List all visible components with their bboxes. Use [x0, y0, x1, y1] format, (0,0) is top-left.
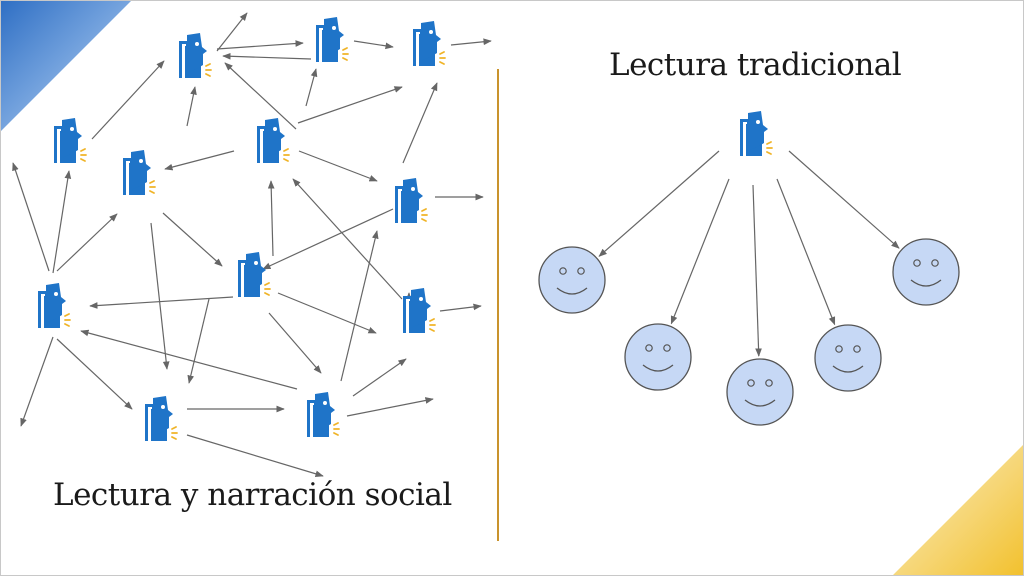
reading-book-icon	[122, 149, 156, 196]
reading-book-icon	[412, 20, 446, 67]
reading-book-icon	[739, 110, 773, 157]
network-arrow	[216, 12, 248, 52]
network-arrow	[305, 68, 318, 107]
network-arrow	[224, 62, 297, 130]
network-arrow	[216, 40, 304, 50]
network-arrow	[89, 296, 234, 309]
smiley-face-icon	[892, 238, 960, 306]
network-arrow	[346, 397, 434, 417]
network-arrow	[297, 86, 403, 124]
network-arrow	[12, 162, 50, 272]
network-arrow	[56, 213, 118, 272]
network-arrow	[340, 230, 379, 382]
traditional-reading-title: Lectura tradicional	[609, 47, 902, 83]
reading-book-icon	[402, 287, 436, 334]
network-arrow	[439, 303, 482, 312]
network-arrow	[150, 222, 170, 370]
broadcast-arrow	[670, 178, 730, 325]
network-arrow	[277, 292, 377, 334]
broadcast-arrow	[776, 178, 836, 326]
central-reader	[739, 110, 773, 157]
network-arrow	[80, 329, 298, 390]
network-arrow	[222, 52, 312, 60]
reading-book-icon	[315, 16, 349, 63]
reading-book-icon	[144, 395, 178, 442]
reading-book-icon	[237, 251, 271, 298]
network-arrow	[353, 40, 394, 50]
reading-book-icon	[178, 32, 212, 79]
reading-book-icon	[394, 177, 428, 224]
reading-book-icon	[53, 117, 87, 164]
reading-book-icon	[37, 282, 71, 329]
network-arrow	[450, 38, 492, 46]
network-arrow	[298, 150, 378, 182]
network-arrow	[262, 208, 394, 270]
reading-book-icon	[256, 117, 290, 164]
network-readers	[37, 16, 446, 442]
reading-book-icon	[306, 391, 340, 438]
broadcast-arrow	[788, 150, 900, 249]
smiley-face-icon	[538, 246, 606, 314]
network-arrow	[402, 82, 438, 164]
network-arrow	[187, 298, 210, 384]
network-arrow	[352, 358, 407, 397]
network-arrow	[292, 178, 403, 300]
network-arrows	[12, 12, 492, 478]
broadcast-arrow	[598, 150, 720, 257]
network-arrow	[20, 336, 54, 427]
network-arrow	[52, 170, 72, 274]
network-arrow	[267, 180, 275, 257]
smiley-face-icon	[814, 324, 882, 392]
network-arrow	[164, 150, 235, 171]
broadcast-arrow	[752, 184, 762, 357]
network-arrow	[56, 338, 133, 410]
divider-line	[497, 69, 499, 541]
network-arrow	[268, 312, 322, 374]
smiley-face-icon	[624, 323, 692, 391]
network-arrow	[186, 434, 324, 478]
listeners	[538, 238, 960, 426]
social-reading-title: Lectura y narración social	[53, 477, 452, 513]
smiley-face-icon	[726, 358, 794, 426]
network-arrow	[186, 86, 197, 127]
network-arrow	[162, 212, 223, 267]
network-arrow	[91, 60, 165, 140]
broadcast-arrows	[598, 150, 900, 357]
